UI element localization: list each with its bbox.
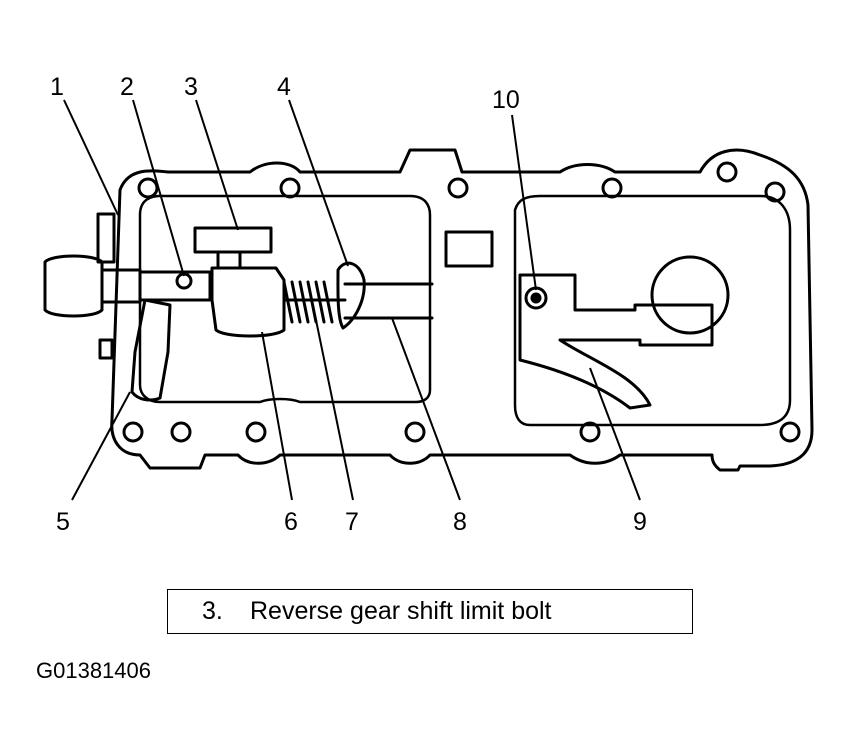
shift-arm-block bbox=[210, 266, 286, 338]
interlock-block bbox=[138, 270, 212, 302]
figure-code: G01381406 bbox=[36, 658, 151, 683]
mounting-boss bbox=[98, 338, 114, 360]
leader-3 bbox=[195, 99, 239, 231]
bolt-hole bbox=[601, 177, 623, 199]
leader-7 bbox=[315, 319, 354, 501]
bolt-hole bbox=[716, 161, 738, 183]
shift-shaft-end bbox=[43, 254, 104, 318]
callout-7: 7 bbox=[345, 508, 359, 536]
bolt-hole bbox=[447, 177, 469, 199]
return-spring bbox=[282, 280, 334, 324]
pivot-circle bbox=[650, 255, 730, 335]
reverse-limit-bolt bbox=[193, 226, 273, 254]
callout-5: 5 bbox=[56, 508, 70, 536]
retaining-clip bbox=[336, 261, 366, 330]
bolt-hole bbox=[122, 421, 144, 443]
legend-number: 3. bbox=[202, 597, 223, 625]
leader-6 bbox=[261, 331, 293, 501]
bolt-hole bbox=[245, 421, 267, 443]
leader-4 bbox=[288, 99, 349, 267]
leader-8 bbox=[391, 317, 461, 501]
bolt-hole bbox=[137, 177, 159, 199]
select-lever-arm bbox=[130, 298, 172, 402]
leader-9 bbox=[589, 367, 641, 501]
legend-box: 3. Reverse gear shift limit bolt bbox=[167, 589, 693, 634]
leader-10 bbox=[511, 114, 537, 291]
bolt-hole bbox=[170, 421, 192, 443]
housing-outline bbox=[110, 148, 814, 472]
callout-6: 6 bbox=[284, 508, 298, 536]
housing-inner-flange bbox=[138, 194, 432, 404]
bolt-stem bbox=[216, 250, 242, 270]
legend-text: Reverse gear shift limit bolt bbox=[250, 597, 552, 625]
bolt-hole bbox=[764, 181, 786, 203]
leader-2 bbox=[132, 99, 185, 277]
leader-1 bbox=[63, 99, 119, 216]
callout-1: 1 bbox=[50, 73, 64, 101]
pivot-bolt-center bbox=[530, 292, 542, 304]
leader-5 bbox=[71, 391, 131, 501]
mounting-boss bbox=[96, 212, 116, 264]
shift-shaft bbox=[100, 268, 142, 304]
callout-10: 10 bbox=[492, 86, 520, 114]
bolt-hole bbox=[779, 421, 801, 443]
callout-4: 4 bbox=[277, 73, 291, 101]
housing-inner-right bbox=[513, 194, 792, 427]
callout-3: 3 bbox=[184, 73, 198, 101]
callout-2: 2 bbox=[120, 73, 134, 101]
bolt-hole bbox=[404, 421, 426, 443]
bolt-hole bbox=[579, 421, 601, 443]
cover-window bbox=[444, 230, 494, 268]
callout-8: 8 bbox=[453, 508, 467, 536]
detent-plug bbox=[175, 272, 193, 290]
callout-9: 9 bbox=[633, 508, 647, 536]
shift-rod bbox=[343, 282, 434, 320]
shift-fork-lever bbox=[518, 273, 714, 410]
bolt-hole bbox=[279, 177, 301, 199]
